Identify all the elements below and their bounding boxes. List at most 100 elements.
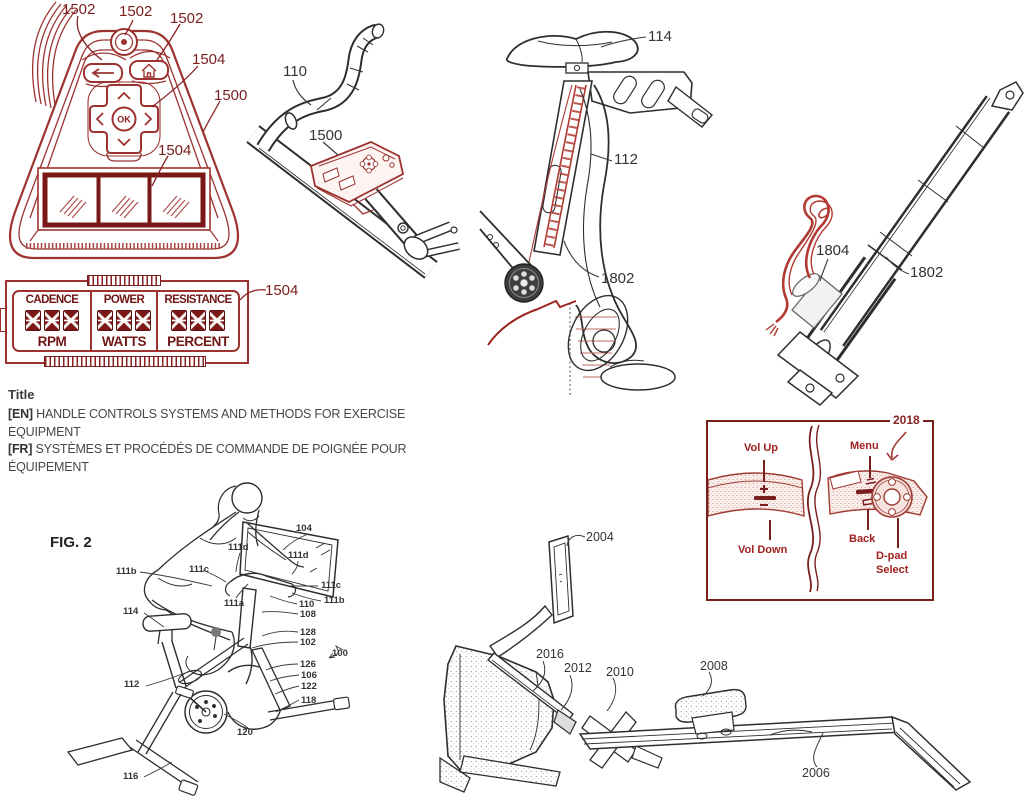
fig-seat-post: 114 112 1802 [479,15,725,395]
segment-digit [135,309,151,331]
resistance-digits [171,309,225,331]
back-button [81,52,127,88]
ok-button [111,106,137,132]
segment-digit [25,309,41,331]
fig-handlebar-assembly: 110 1500 [246,18,483,279]
pivot-arm [486,652,574,722]
ref-label: 2018 [890,414,923,426]
bike-seat [142,613,192,632]
stem-mount [364,188,460,260]
base-plate [776,330,860,406]
ref-label: 111d [288,550,309,561]
monitor-arm [488,604,553,658]
patent-title-block: Title [EN] HANDLE CONTROLS SYSTEMS AND M… [8,387,478,476]
leader-lines [139,533,344,778]
bike-frame [66,572,351,796]
handlebar-tube [256,23,385,152]
ref-label: 114 [123,606,139,617]
top-mount-tab [990,81,1024,111]
d-pad [87,81,161,162]
dpad-arrows [95,91,153,147]
mounted-controller [309,141,405,215]
ref-label: 1502 [119,3,153,20]
fig-exercise-bike: FIG. 2 104 111d 111d 111b 111c 111a 111c… [40,460,380,805]
handlebar-drawing [246,23,460,279]
figure-caption: FIG. 2 [50,534,92,551]
ref-label: 128 [300,627,316,638]
title-en: [EN] HANDLE CONTROLS SYSTEMS AND METHODS… [8,406,478,441]
ref-label: 1500 [214,87,248,104]
ok-button-label: OK [117,115,131,125]
fr-text: SYSTÈMES ET PROCÉDÉS DE COMMANDE DE POIG… [8,442,407,474]
ref-label: 1804 [816,242,850,259]
fig-controller-detail: OK 1502 1502 1502 1504 [0,0,250,265]
resistance-label: RESISTANCE [164,294,232,306]
ref-label: 1802 [910,264,944,281]
menu-plate [829,470,862,490]
fig-linear-actuator: 1804 1802 [740,60,1024,406]
ref-label: 104 [296,523,312,534]
resistance-knob [211,627,221,637]
cable-bundle [31,1,77,111]
ref-label: 111d [228,542,249,553]
bottom-vent-hatch [44,356,206,367]
ref-label: 100 [332,648,348,659]
seat-post-drawing [479,30,714,395]
ref-label: 108 [300,609,316,620]
bar-clamp-ring [284,112,298,130]
ref-label: 110 [299,599,315,610]
ref-label: 2008 [700,659,728,673]
ref-label: 114 [648,28,672,45]
ref-label: 1500 [309,127,343,144]
callout-leader-lines [763,456,899,548]
vol-up-label: Vol Up [744,442,779,454]
power-button [110,28,138,56]
bike-drawing [66,482,351,796]
ref-label: 116 [123,771,139,782]
fig-display-panel: CADENCE RPM POWER WATTS RESISTANCE PERCE… [0,270,307,372]
ref-label: 2012 [564,661,592,675]
ref-label: 106 [301,670,317,681]
fig-rowing-machine: 2004 2016 2012 2010 2008 2006 [439,520,1024,805]
segment-digit [190,309,206,331]
leader-lines [76,15,221,187]
crank-wheel [175,685,228,734]
display-glass: CADENCE RPM POWER WATTS RESISTANCE PERCE… [12,290,240,352]
ref-label: 111b [324,595,345,606]
ref-label: 2006 [802,766,830,780]
actuator-tube [801,95,1011,367]
ref-label: 111c [321,580,342,591]
menu-label: Menu [850,440,879,452]
controller-dpad-icon [359,154,379,174]
ref-label: 1502 [170,10,204,27]
leader-lines [819,256,910,282]
ref-label: 111c [189,564,210,575]
actuator-strip [527,84,587,268]
display-windows [29,167,219,242]
leader-lines [292,79,339,156]
ref-label: 126 [300,659,316,670]
ref-label: 2016 [536,647,564,661]
percent-label: PERCENT [167,334,229,349]
home-icon [141,63,157,78]
power-wire [765,194,833,337]
watts-label: WATTS [101,334,147,349]
overall-ref-arrow [328,644,344,659]
ref-label: 1504 [192,51,226,68]
ref-label: 111b [116,566,137,577]
dpad-select-label-1: D-pad [876,550,908,562]
cadence-section: CADENCE RPM [14,292,90,350]
rpm-label: RPM [37,334,67,349]
handle-left-segment [707,472,805,517]
motor-housing [791,273,843,329]
segment-digit [97,309,113,331]
ref-label: 1504 [265,282,299,299]
back-arrow-icon [91,68,114,78]
ref-label: 1504 [158,142,192,159]
power-label: POWER [103,294,145,306]
break-wave [807,424,822,593]
fig-handle-controls-callout: Vol Up Menu Vol Down Back D-pad Select 2… [706,414,934,601]
ref-label: 1502 [62,1,96,18]
rear-leg [137,691,182,755]
